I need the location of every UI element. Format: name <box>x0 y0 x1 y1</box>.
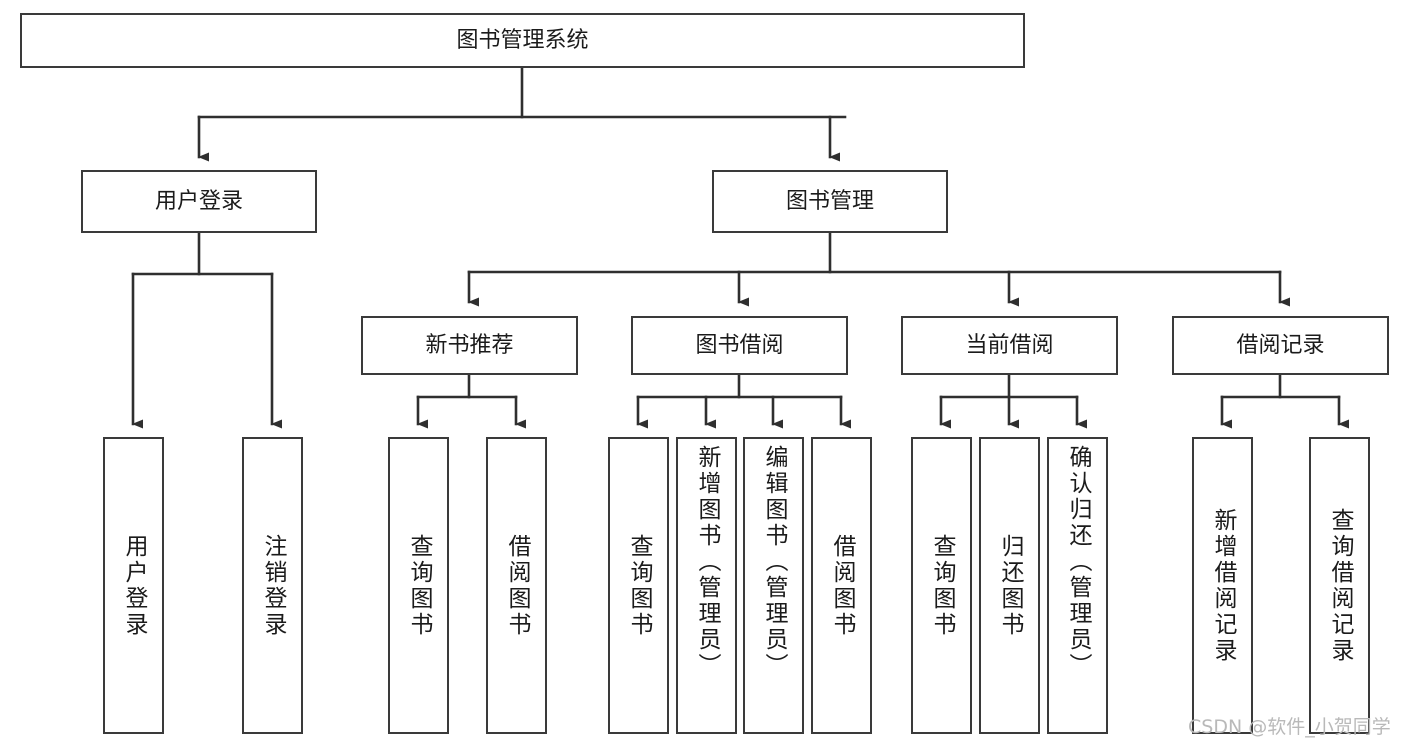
leaf-user-login[interactable]: 用户登录 <box>103 437 164 734</box>
leaf-query-book-1[interactable]: 查询图书 <box>388 437 449 734</box>
leaf-borrow-book-1-label: 借阅图书 <box>504 533 530 638</box>
csdn-watermark: CSDN @软件_小贺同学 <box>1188 716 1391 738</box>
leaf-query-record[interactable]: 查询借阅记录 <box>1309 437 1370 734</box>
leaf-user-login-label: 用户登录 <box>121 533 147 638</box>
node-current-borrow-label: 当前借阅 <box>965 332 1054 358</box>
leaf-borrow-book-1[interactable]: 借阅图书 <box>486 437 547 734</box>
leaf-confirm-return[interactable]: 确认归还（管理员） <box>1047 437 1108 734</box>
leaf-add-book[interactable]: 新增图书（管理员） <box>676 437 737 734</box>
leaf-return-book[interactable]: 归还图书 <box>979 437 1040 734</box>
leaf-query-record-label: 查询借阅记录 <box>1327 507 1353 664</box>
leaf-edit-book-label: 编辑图书（管理员） <box>761 445 787 679</box>
leaf-query-book-3-label: 查询图书 <box>929 533 955 638</box>
leaf-add-record-label: 新增借阅记录 <box>1210 507 1236 664</box>
leaf-query-book-2[interactable]: 查询图书 <box>608 437 669 734</box>
leaf-user-logout-label: 注销登录 <box>260 533 286 638</box>
node-book-borrow-label: 图书借阅 <box>695 332 784 358</box>
node-book-borrow[interactable]: 图书借阅 <box>631 316 848 375</box>
node-borrow-record[interactable]: 借阅记录 <box>1172 316 1389 375</box>
leaf-add-book-label: 新增图书（管理员） <box>694 445 720 679</box>
node-root-label: 图书管理系统 <box>456 27 589 53</box>
leaf-add-record[interactable]: 新增借阅记录 <box>1192 437 1253 734</box>
node-book-manage[interactable]: 图书管理 <box>712 170 948 233</box>
node-new-book-recommend[interactable]: 新书推荐 <box>361 316 578 375</box>
leaf-confirm-return-label: 确认归还（管理员） <box>1065 445 1091 679</box>
node-new-book-recommend-label: 新书推荐 <box>425 332 514 358</box>
node-user-login[interactable]: 用户登录 <box>81 170 317 233</box>
leaf-borrow-book-2[interactable]: 借阅图书 <box>811 437 872 734</box>
leaf-user-logout[interactable]: 注销登录 <box>242 437 303 734</box>
leaf-query-book-2-label: 查询图书 <box>626 533 652 638</box>
node-user-login-label: 用户登录 <box>154 188 243 214</box>
leaf-borrow-book-2-label: 借阅图书 <box>829 533 855 638</box>
leaf-query-book-1-label: 查询图书 <box>406 533 432 638</box>
leaf-return-book-label: 归还图书 <box>997 533 1023 638</box>
leaf-edit-book[interactable]: 编辑图书（管理员） <box>743 437 804 734</box>
node-book-manage-label: 图书管理 <box>785 188 874 214</box>
node-root[interactable]: 图书管理系统 <box>20 13 1025 68</box>
node-borrow-record-label: 借阅记录 <box>1236 332 1325 358</box>
node-current-borrow[interactable]: 当前借阅 <box>901 316 1118 375</box>
leaf-query-book-3[interactable]: 查询图书 <box>911 437 972 734</box>
